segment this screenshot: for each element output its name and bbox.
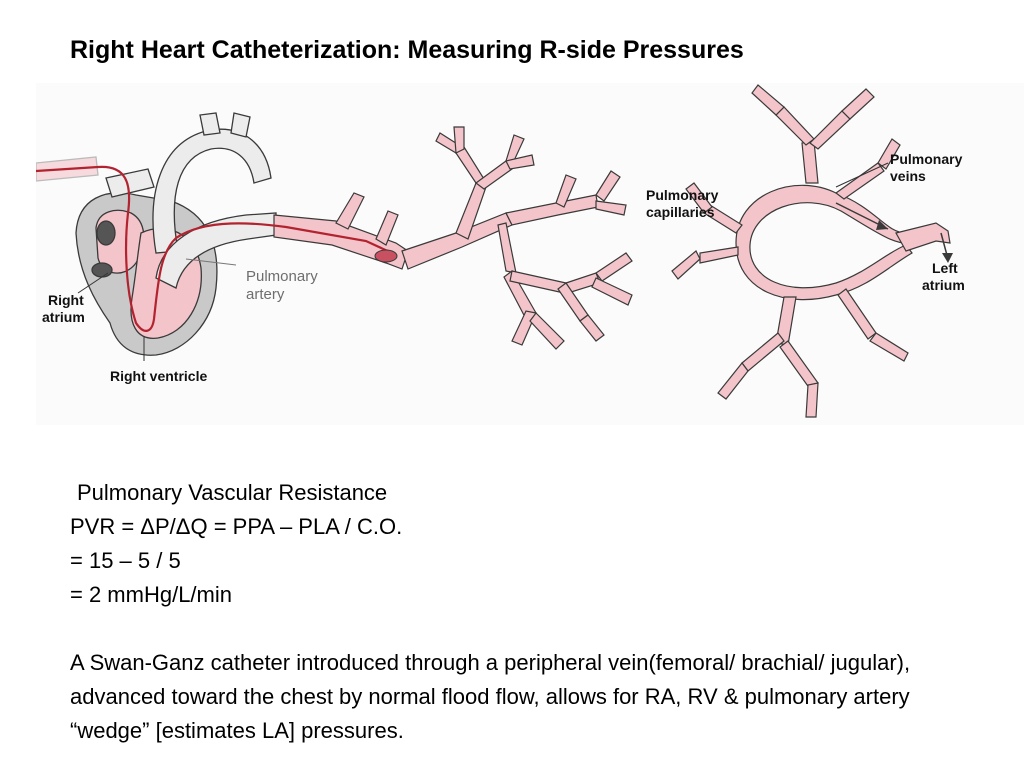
leader-pulmonary-artery [185, 258, 237, 266]
vein-upper-tip-2 [841, 88, 875, 120]
superior-vena-cava [105, 168, 155, 198]
valve-dark-1 [96, 220, 116, 246]
label-right-ventricle: Right ventricle [110, 368, 207, 384]
vein-lower-right [837, 288, 877, 340]
flow-arrowhead-atrium [942, 253, 953, 263]
label-right-atrium-1: Right [48, 292, 84, 308]
pulmonary-artery-tree [273, 126, 633, 350]
vein-left-tip-2 [671, 250, 701, 280]
artery-lower-tip-6 [595, 252, 633, 282]
vein-upper-tip-1 [751, 84, 785, 116]
artery-upper-tip-2 [453, 126, 465, 154]
vein-lower-fork-b [779, 340, 819, 390]
label-pulmonary-veins-2: veins [890, 168, 926, 184]
label-right-atrium-2: atrium [42, 309, 85, 325]
label-left-atrium-1: Left [932, 260, 958, 276]
vein-left-tip-1 [685, 182, 713, 214]
capillary-loop [735, 184, 918, 301]
artery-branch-upper-2 [375, 210, 399, 246]
vein-lower-right-tip [869, 332, 909, 362]
artery-lower-tip-5 [579, 314, 605, 342]
label-pulmonary-capillaries-2: capillaries [646, 204, 715, 220]
label-left-atrium-2: atrium [922, 277, 965, 293]
vein-left-branch-2 [699, 246, 739, 264]
aortic-arch [152, 128, 272, 254]
pulmonary-artery-main [273, 214, 409, 270]
aorta-top-branch-1 [199, 112, 221, 136]
artery-trunk-right [401, 212, 513, 270]
artery-mid-tip-3 [595, 200, 627, 216]
label-pulmonary-artery-1: Pulmonary [246, 268, 318, 285]
artery-mid-branch [505, 194, 599, 226]
slide-title: Right Heart Catheterization: Measuring R… [70, 36, 744, 64]
pulmonary-trunk [155, 212, 277, 289]
pulmonary-vein-tree [671, 84, 951, 418]
heart-lung-diagram: Right atrium Right ventricle Pulmonary a… [36, 83, 1024, 425]
vein-upper-right [834, 162, 885, 200]
pvr-formula-block: Pulmonary Vascular Resistance PVR = ΔP/Δ… [70, 476, 402, 612]
diagram-svg: Right atrium Right ventricle Pulmonary a… [36, 84, 965, 418]
artery-upper-fork-a [455, 146, 485, 184]
vein-lower-tip-1 [717, 362, 749, 400]
artery-branch-upper-1 [335, 192, 365, 230]
artery-lower-tip-2 [529, 312, 565, 350]
flow-arrowhead-capillary [876, 220, 888, 230]
label-pulmonary-capillaries-1: Pulmonary [646, 187, 719, 203]
artery-lower-tip-7 [591, 277, 633, 306]
vein-lower-fork-a [741, 332, 785, 372]
vein-upper-fork-a [775, 106, 815, 146]
leader-pulmonary-veins [835, 162, 889, 188]
catheter-line [36, 165, 393, 332]
vein-upper-fork-b [809, 110, 851, 150]
artery-mid-tip-2 [595, 170, 621, 202]
pvr-heading: Pulmonary Vascular Resistance [77, 480, 388, 505]
artery-lower-trunk [497, 222, 517, 274]
label-pulmonary-veins-1: Pulmonary [890, 151, 963, 167]
valve-dark-2 [91, 262, 113, 278]
vein-upper-right-tip [877, 138, 901, 170]
label-pulmonary-artery-2: artery [246, 286, 285, 303]
artery-mid-tip-1 [555, 174, 577, 208]
description-paragraph: A Swan-Ganz catheter introduced through … [70, 650, 911, 743]
vein-lower-tip-2 [805, 382, 819, 418]
artery-lower-tip-1 [511, 310, 537, 346]
leader-right-atrium [77, 272, 109, 294]
aorta-top-branch-2 [230, 112, 251, 138]
pvr-line-3: = 2 mmHg/L/min [70, 582, 232, 607]
pvr-line-1: PVR = ΔP/ΔQ = PPA – PLA / C.O. [70, 514, 403, 539]
vein-to-left-atrium [895, 222, 951, 252]
catheter-balloon [374, 249, 398, 263]
artery-upper-tip-4 [505, 154, 535, 170]
pvr-line-2: = 15 – 5 / 5 [70, 548, 181, 573]
